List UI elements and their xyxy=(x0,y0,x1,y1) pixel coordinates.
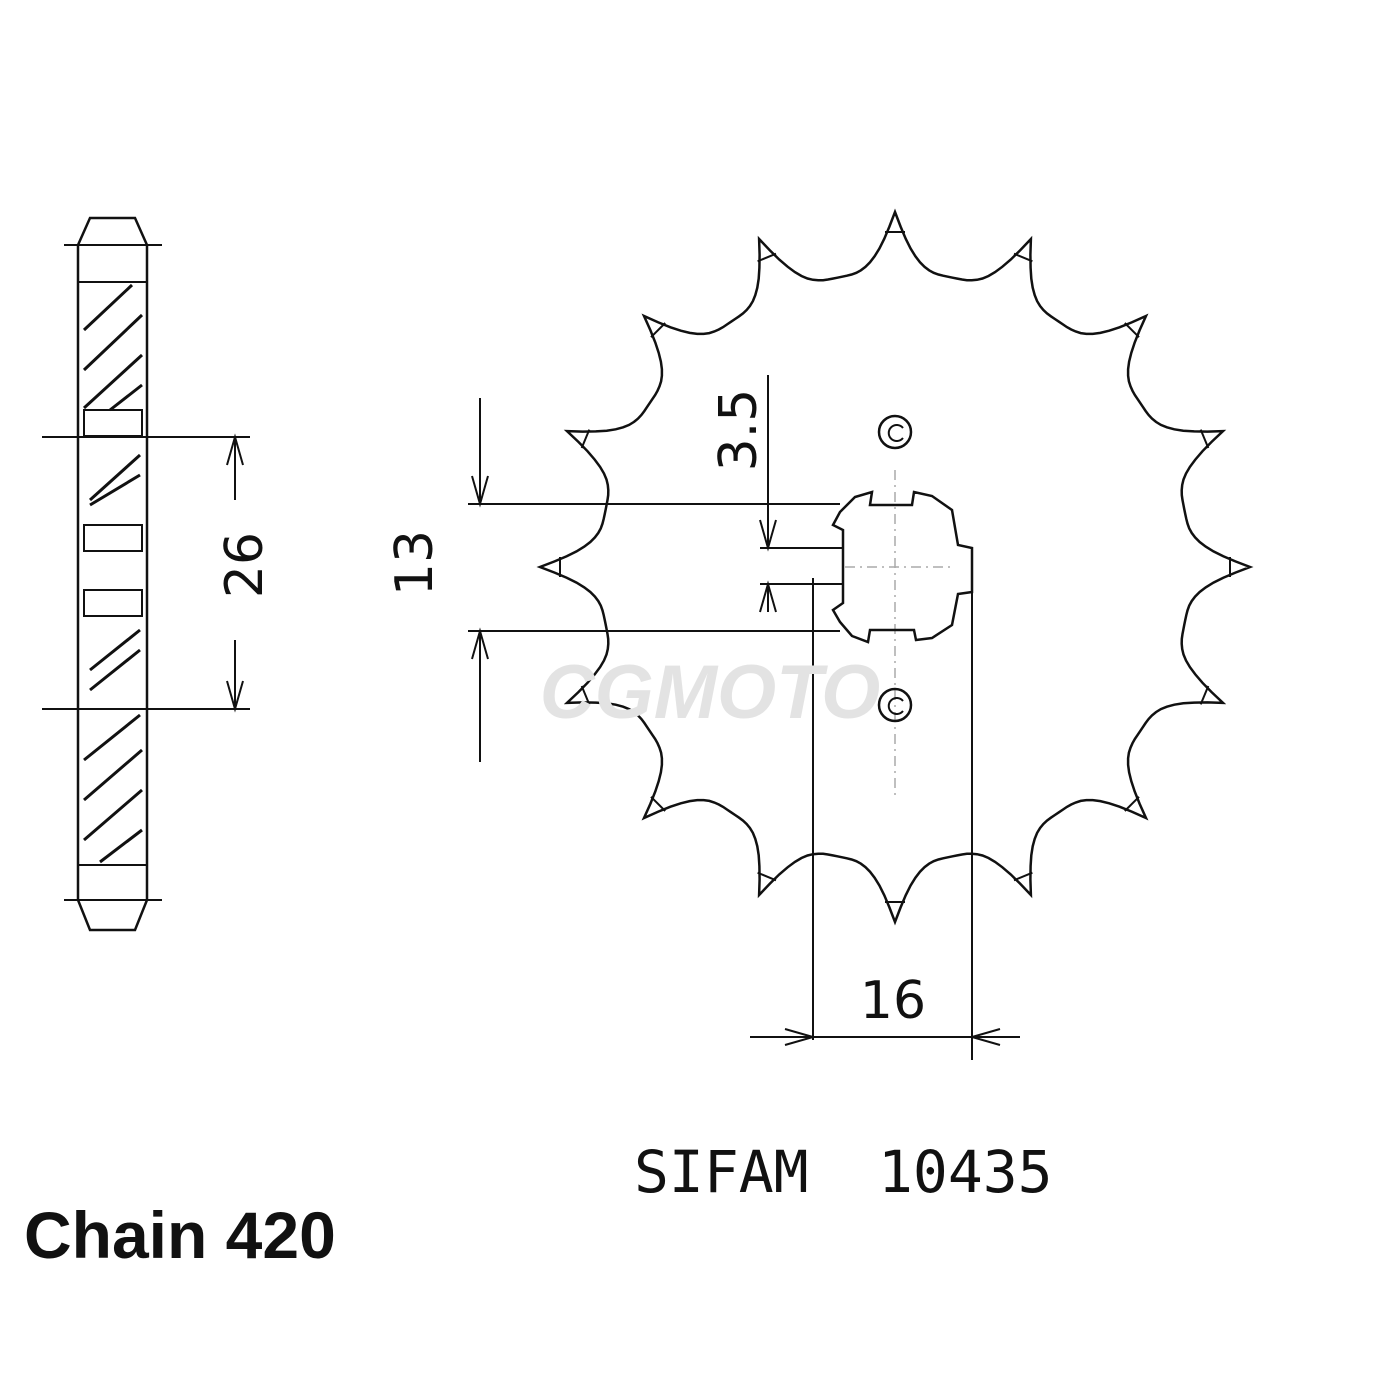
tooth-tip-line xyxy=(580,685,591,705)
hub-bands xyxy=(83,409,143,692)
dimension-13: 13 xyxy=(385,398,840,762)
dimension-16-label: 16 xyxy=(860,971,926,1031)
upper-hatch xyxy=(82,283,144,412)
watermark: CGMOTO xyxy=(540,650,881,735)
dimension-16: 16 xyxy=(750,568,1020,1060)
tooth-tip-line xyxy=(650,796,666,812)
part-number-label: 10435 xyxy=(878,1138,1053,1206)
sprocket-front-view xyxy=(536,208,1254,926)
tooth-tip-line xyxy=(1013,252,1033,263)
dimension-3-5: 3.5 xyxy=(709,375,842,613)
tooth-tip-line xyxy=(1124,796,1140,812)
dimension-13-label: 13 xyxy=(385,530,445,596)
lower-hatch xyxy=(83,713,143,864)
dimension-26: 26 xyxy=(215,433,275,713)
dimension-26-label: 26 xyxy=(215,532,275,598)
bolt-hole-top xyxy=(877,414,913,450)
tooth-tip-line xyxy=(650,322,666,338)
bolt-hole-bottom xyxy=(877,687,913,723)
sprocket-teeth-outline xyxy=(536,208,1254,926)
tooth-tip-line xyxy=(1199,429,1210,449)
sprocket-side-view: 26 xyxy=(42,216,275,932)
tooth-tip-line xyxy=(757,252,777,263)
tooth-tip-line xyxy=(1124,322,1140,338)
tooth-tip-line xyxy=(1199,685,1210,705)
brand-label: SIFAM xyxy=(634,1138,809,1206)
chain-size-label: Chain 420 xyxy=(24,1198,336,1272)
splined-shaft-bore xyxy=(831,490,974,644)
tooth-tip-line xyxy=(757,871,777,882)
tooth-tips xyxy=(559,231,1231,903)
dimension-3-5-label: 3.5 xyxy=(709,389,769,472)
tooth-tip-line xyxy=(580,429,591,449)
tooth-tip-line xyxy=(1013,871,1033,882)
